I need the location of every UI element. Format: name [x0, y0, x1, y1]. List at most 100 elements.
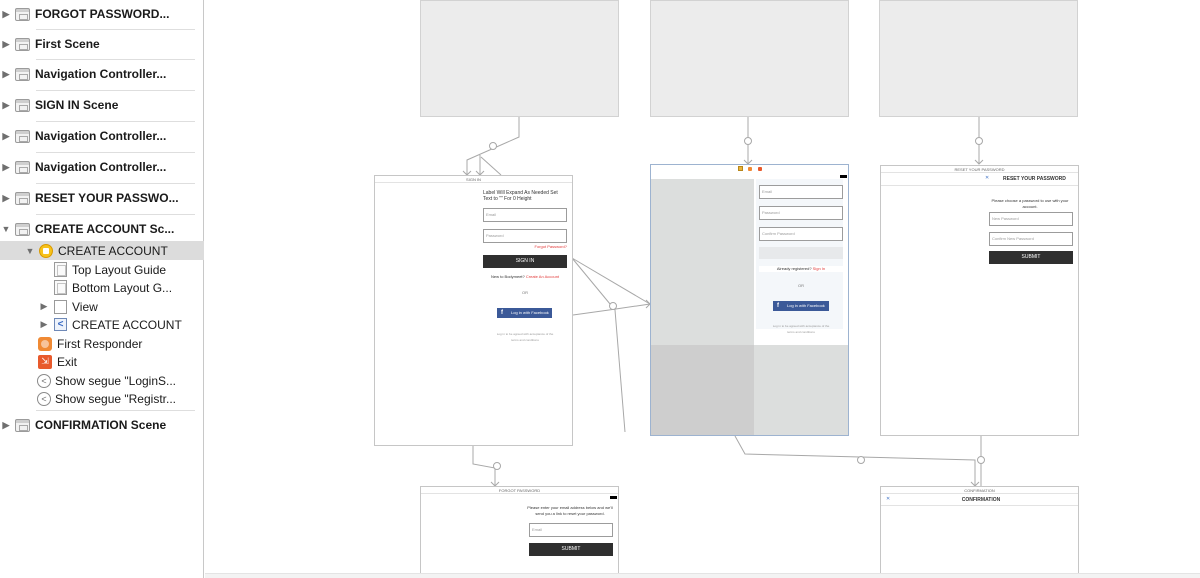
outline-view[interactable]: ▶ View: [0, 297, 204, 316]
disclosure-right-icon[interactable]: ▶: [2, 38, 10, 49]
outline-segue-registration[interactable]: < Show segue "Registr...: [0, 389, 204, 408]
disclosure-down-icon[interactable]: ▼: [25, 245, 35, 256]
nav-bar-title: CONFIRMATION: [961, 497, 1001, 503]
sign-in-scene[interactable]: SIGN IN Label Will Expand As Needed Set …: [374, 175, 573, 446]
confirm-new-password-field[interactable]: Confirm New Password: [989, 232, 1073, 246]
outline-scene-create-account[interactable]: ▼ CREATE ACCOUNT Sc...: [1, 222, 175, 236]
outline-scene-navigation-controller-3[interactable]: ▶ Navigation Controller...: [0, 153, 204, 181]
scene-title: CONFIRMATION: [881, 487, 1078, 494]
forgot-password-scene[interactable]: FORGOT PASSWORD Please enter your email …: [420, 486, 619, 578]
document-outline: ▶ FORGOT PASSWORD... ▶ First Scene ▶ Nav…: [0, 0, 204, 578]
battery-icon: [840, 175, 847, 178]
scene-icon: [15, 37, 30, 51]
email-field[interactable]: Email: [483, 208, 567, 222]
first-responder-icon: [38, 336, 52, 351]
disclosure-right-icon[interactable]: ▶: [2, 130, 10, 141]
outline-bottom-layout-guide[interactable]: Bottom Layout G...: [0, 278, 204, 297]
confirm-password-field[interactable]: Confirm Password: [759, 227, 843, 241]
or-separator: OR: [798, 283, 804, 288]
view-icon: [54, 299, 67, 314]
navigation-controller-icon: [15, 67, 30, 81]
nav-bar-title: RESET YOUR PASSWORD: [1003, 176, 1066, 182]
close-icon[interactable]: ✕: [985, 175, 990, 181]
disclosure-right-icon[interactable]: ▶: [40, 319, 48, 329]
scene-dock-exit-icon[interactable]: [758, 167, 762, 171]
battery-icon: [610, 496, 617, 499]
overlay-region-right: [754, 345, 848, 435]
outline-create-account-controller[interactable]: ▼ CREATE ACCOUNT: [0, 241, 204, 260]
disclosure-right-icon[interactable]: ▶: [2, 8, 10, 19]
disclosure-right-icon[interactable]: ▶: [2, 68, 10, 79]
storyboard-canvas[interactable]: SIGN IN Label Will Expand As Needed Set …: [205, 0, 1200, 578]
navigation-controller-2[interactable]: [650, 0, 849, 117]
outline-first-responder[interactable]: First Responder: [0, 334, 204, 353]
reset-password-scene[interactable]: RESET YOUR PASSWORD ✕ RESET YOUR PASSWOR…: [880, 165, 1079, 436]
outline-scene-sign-in[interactable]: ▶ SIGN IN Scene: [0, 91, 204, 119]
navigation-controller-1[interactable]: [420, 0, 619, 117]
fine-print: Log in to be agreed with acceptance of t…: [772, 324, 830, 334]
create-account-scene[interactable]: Email Password Confirm Password Already …: [650, 164, 849, 436]
scene-icon: [15, 7, 30, 21]
register-button-area[interactable]: [759, 247, 843, 259]
scene-icon: [15, 418, 30, 432]
disclosure-down-icon[interactable]: ▼: [1, 224, 11, 234]
forgot-instruction: Please enter your email address below an…: [527, 505, 613, 516]
disclosure-right-icon[interactable]: ▶: [2, 419, 10, 430]
password-field[interactable]: Password: [483, 229, 567, 243]
fine-print: Log in to be agreed with acceptance of t…: [496, 332, 554, 342]
disclosure-right-icon[interactable]: ▶: [2, 99, 10, 110]
view-controller-icon: [39, 243, 53, 258]
outline-scene-forgot-password[interactable]: ▶ FORGOT PASSWORD...: [0, 0, 204, 28]
outline-exit[interactable]: ⇲ Exit: [0, 352, 204, 371]
already-registered-line: Already registered? Sign In: [759, 266, 843, 272]
scene-title: RESET YOUR PASSWORD: [881, 166, 1078, 173]
facebook-icon: f: [501, 310, 503, 316]
disclosure-right-icon[interactable]: ▶: [40, 301, 48, 311]
segue-icon: <: [37, 391, 51, 406]
new-to-text: New to Bodymeet?: [490, 274, 525, 279]
outline-scene-confirmation[interactable]: ▶ CONFIRMATION Scene: [0, 411, 204, 439]
outline-scene-first[interactable]: ▶ First Scene: [0, 30, 204, 58]
exit-icon: ⇲: [38, 354, 52, 369]
scene-title: FORGOT PASSWORD: [421, 487, 618, 494]
outline-top-layout-guide[interactable]: Top Layout Guide: [0, 260, 204, 279]
layout-guide-icon: [54, 262, 67, 277]
scene-dock-first-responder-icon[interactable]: [748, 167, 752, 171]
outline-scene-reset-password[interactable]: ▶ RESET YOUR PASSWO...: [0, 184, 204, 212]
segue-connections: [462, 117, 985, 487]
new-password-field[interactable]: New Password: [989, 212, 1073, 226]
new-account-line: New to Bodymeet? Create An Account: [483, 274, 567, 280]
password-field[interactable]: Password: [759, 206, 843, 220]
segue-icon: <: [37, 373, 51, 388]
email-field[interactable]: Email: [759, 185, 843, 199]
disclosure-right-icon[interactable]: ▶: [2, 192, 10, 203]
forgot-password-link[interactable]: Forgot Password?: [534, 244, 567, 249]
scene-icon: [15, 98, 30, 112]
or-separator: OR: [522, 290, 528, 295]
back-chevron-icon: <: [54, 318, 67, 331]
already-registered-text: Already registered?: [776, 266, 812, 271]
outline-scene-navigation-controller-2[interactable]: ▶ Navigation Controller...: [0, 122, 204, 150]
facebook-login-button[interactable]: f Log in with Facebook: [497, 308, 552, 318]
scene-icon: [15, 222, 30, 236]
submit-button[interactable]: SUBMIT: [529, 543, 613, 556]
disclosure-right-icon[interactable]: ▶: [2, 161, 10, 172]
close-icon[interactable]: ✕: [886, 496, 891, 502]
navigation-controller-3[interactable]: [879, 0, 1078, 117]
outline-navigation-item[interactable]: ▶ < CREATE ACCOUNT: [0, 315, 204, 334]
scene-dock-controller-icon[interactable]: [738, 166, 743, 171]
layout-guide-icon: [54, 280, 67, 295]
canvas-bottom-bar: [205, 573, 1200, 578]
sign-in-button[interactable]: SIGN IN: [483, 255, 567, 268]
scene-title: SIGN IN: [375, 176, 572, 183]
navigation-controller-icon: [15, 129, 30, 143]
create-account-link[interactable]: Create An Account: [525, 274, 560, 279]
submit-button[interactable]: SUBMIT: [989, 251, 1073, 264]
outline-scene-navigation-controller-1[interactable]: ▶ Navigation Controller...: [0, 60, 204, 88]
facebook-icon: f: [777, 303, 779, 309]
outline-segue-login[interactable]: < Show segue "LoginS...: [0, 371, 204, 390]
email-field[interactable]: Email: [529, 523, 613, 537]
confirmation-scene[interactable]: CONFIRMATION ✕ CONFIRMATION: [880, 486, 1079, 578]
facebook-login-button[interactable]: f Log in with Facebook: [773, 301, 829, 311]
sign-in-link[interactable]: Sign In: [812, 266, 826, 271]
